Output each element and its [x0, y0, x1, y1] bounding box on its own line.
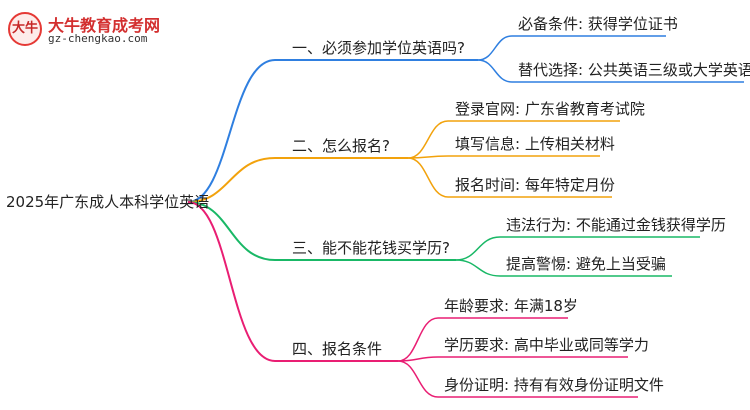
branch-1-label: 一、必须参加学位英语吗? — [292, 39, 465, 57]
connector-b3-leaf-2 — [455, 259, 501, 277]
connector-b3-leaf-1 — [455, 236, 501, 261]
branch-2-leaf-3: 报名时间: 每年特定月份 — [455, 176, 615, 194]
connector-root-branch-4 — [187, 201, 276, 362]
branch-4-leaf-1: 年龄要求: 年满18岁 — [444, 297, 578, 315]
branch-4-leaf-3: 身份证明: 持有有效身份证明文件 — [444, 376, 664, 394]
logo-badge-icon: 大牛 — [8, 12, 42, 46]
branch-2-label: 二、怎么报名? — [292, 137, 390, 155]
site-logo[interactable]: 大牛 大牛教育成考网 gz-chengkao.com — [8, 10, 178, 50]
branch-4-leaf-2: 学历要求: 高中毕业或同等学力 — [444, 336, 649, 354]
connector-b1-leaf-2 — [477, 59, 513, 83]
connector-b4-leaf-3 — [397, 360, 439, 398]
branch-4-label: 四、报名条件 — [292, 340, 383, 358]
connector-root-branch-2 — [187, 157, 276, 203]
connector-root-branch-1 — [187, 59, 276, 203]
branch-1-leaf-2: 替代选择: 公共英语三级或大学英语四级 — [518, 61, 750, 79]
logo-title: 大牛教育成考网 — [48, 16, 161, 35]
connector-b2-leaf-1 — [407, 120, 449, 159]
branch-2-leaf-2: 填写信息: 上传相关材料 — [455, 135, 615, 153]
branch-3-label: 三、能不能花钱买学历? — [292, 239, 450, 257]
logo-url: gz-chengkao.com — [48, 32, 148, 45]
connector-b2-leaf-3 — [407, 157, 449, 198]
connector-b1-leaf-1 — [477, 35, 513, 61]
root-node: 2025年广东成人本科学位英语 — [6, 193, 210, 211]
connector-root-branch-3 — [187, 201, 276, 261]
branch-3-leaf-1: 违法行为: 不能通过金钱获得学历 — [506, 216, 726, 234]
branch-1-leaf-1: 必备条件: 获得学位证书 — [518, 15, 678, 33]
connector-b4-leaf-1 — [397, 317, 439, 362]
branch-3-leaf-2: 提高警惕: 避免上当受骗 — [506, 255, 666, 273]
branch-2-leaf-1: 登录官网: 广东省教育考试院 — [455, 100, 645, 118]
connector-b4-leaf-2 — [397, 356, 439, 362]
